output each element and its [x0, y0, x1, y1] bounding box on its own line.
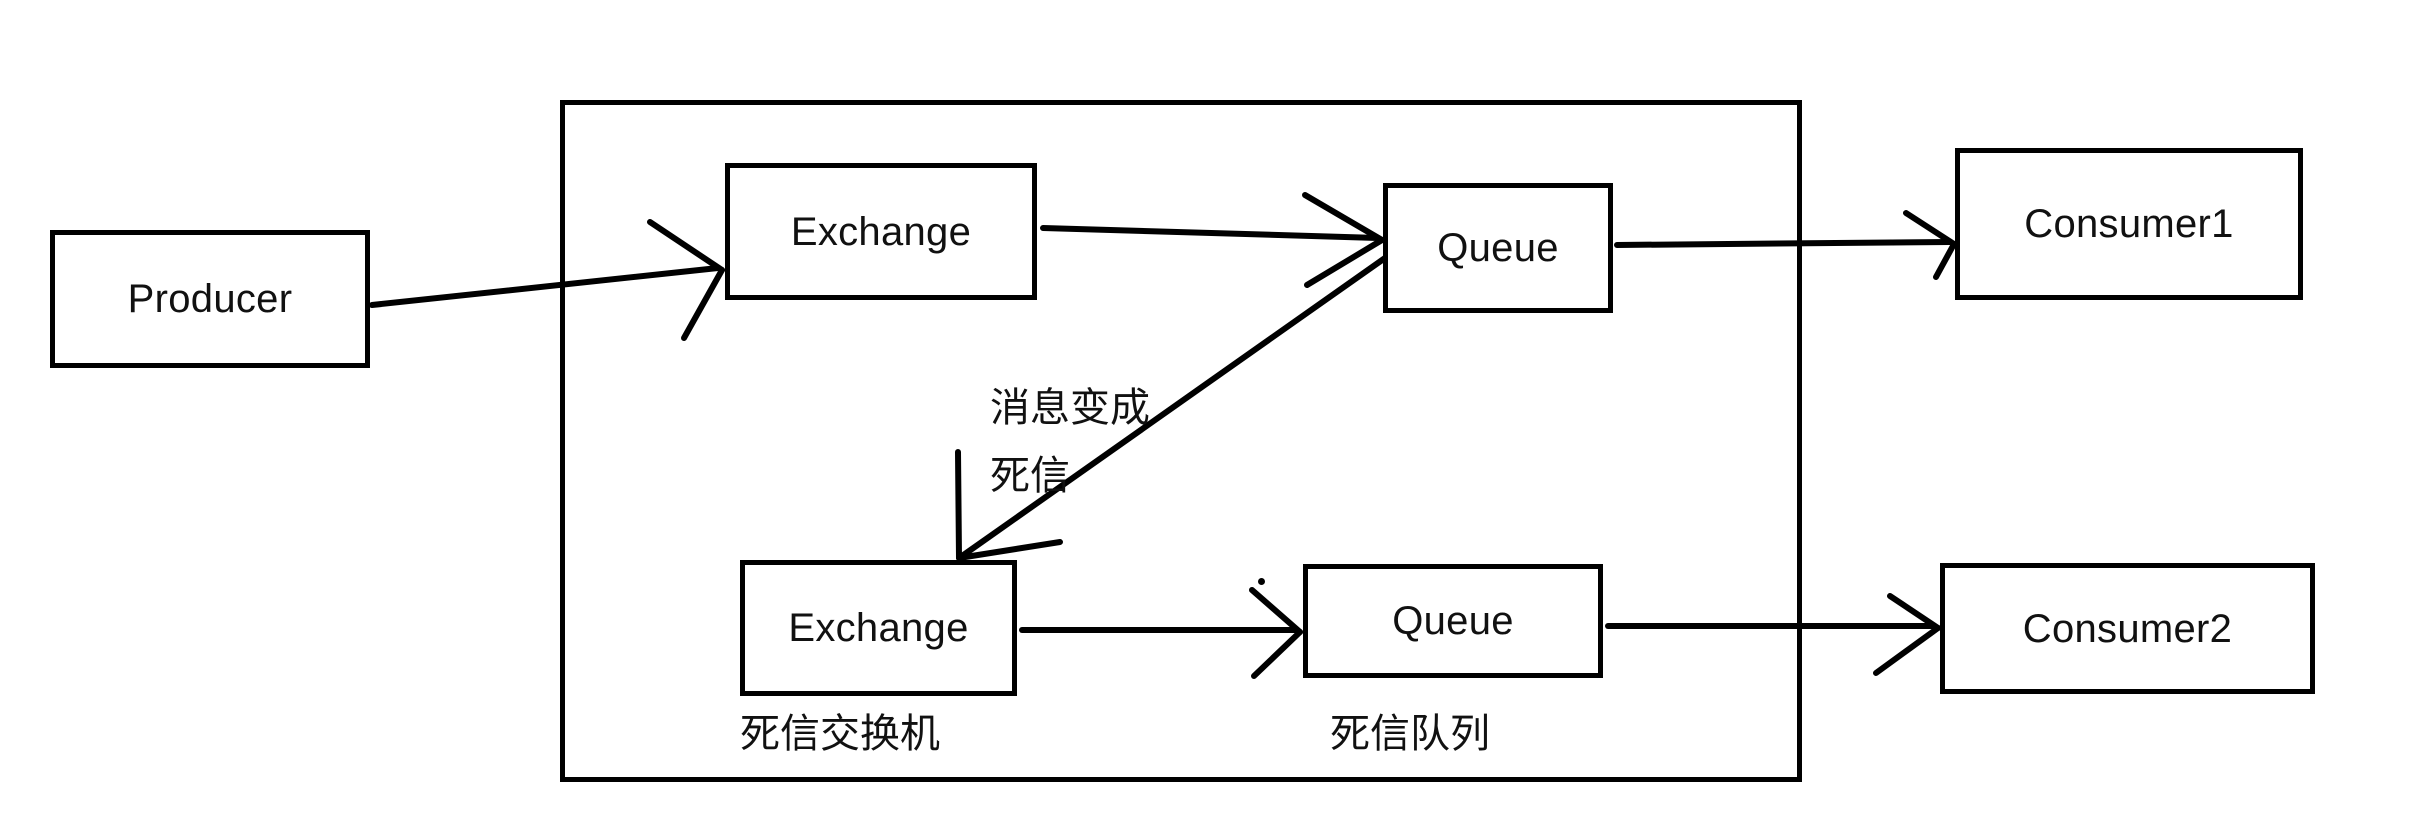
- edge-exchange1-to-queue1: [1040, 192, 1385, 288]
- node-consumer1-label: Consumer1: [2024, 202, 2234, 246]
- node-producer-label: Producer: [127, 277, 293, 321]
- edge-queue1-to-consumer1: [1614, 210, 1957, 280]
- node-producer[interactable]: Producer: [50, 230, 370, 368]
- edge-queue2-to-consumer2: [1605, 593, 1941, 676]
- node-queue-main[interactable]: Queue: [1383, 183, 1613, 313]
- broker-container-box: [560, 100, 1802, 782]
- node-exchange-main-label: Exchange: [790, 209, 972, 254]
- caption-dead-letter-exchange: 死信交换机: [740, 712, 940, 756]
- node-queue-deadletter-label: Queue: [1392, 599, 1514, 643]
- ink-dot-upper: [1258, 578, 1265, 585]
- node-consumer2-label: Consumer2: [2022, 606, 2233, 651]
- node-queue-main-label: Queue: [1437, 226, 1559, 270]
- node-consumer2[interactable]: Consumer2: [1940, 563, 2315, 694]
- node-queue-deadletter[interactable]: Queue: [1303, 564, 1603, 678]
- edge-exchange2-to-queue2: [1019, 587, 1303, 679]
- edge-queue1-to-exchange2: [955, 255, 1388, 561]
- node-consumer1[interactable]: Consumer1: [1955, 148, 2303, 300]
- node-exchange-deadletter[interactable]: Exchange: [740, 560, 1017, 696]
- node-exchange-deadletter-label: Exchange: [788, 606, 969, 650]
- annotation-dead-letter-line2: 死信: [990, 454, 1070, 498]
- node-exchange-main[interactable]: Exchange: [725, 163, 1037, 300]
- edge-producer-to-exchange1: [369, 219, 725, 341]
- caption-dead-letter-queue: 死信队列: [1330, 712, 1490, 756]
- annotation-dead-letter-line1: 消息变成: [990, 386, 1150, 430]
